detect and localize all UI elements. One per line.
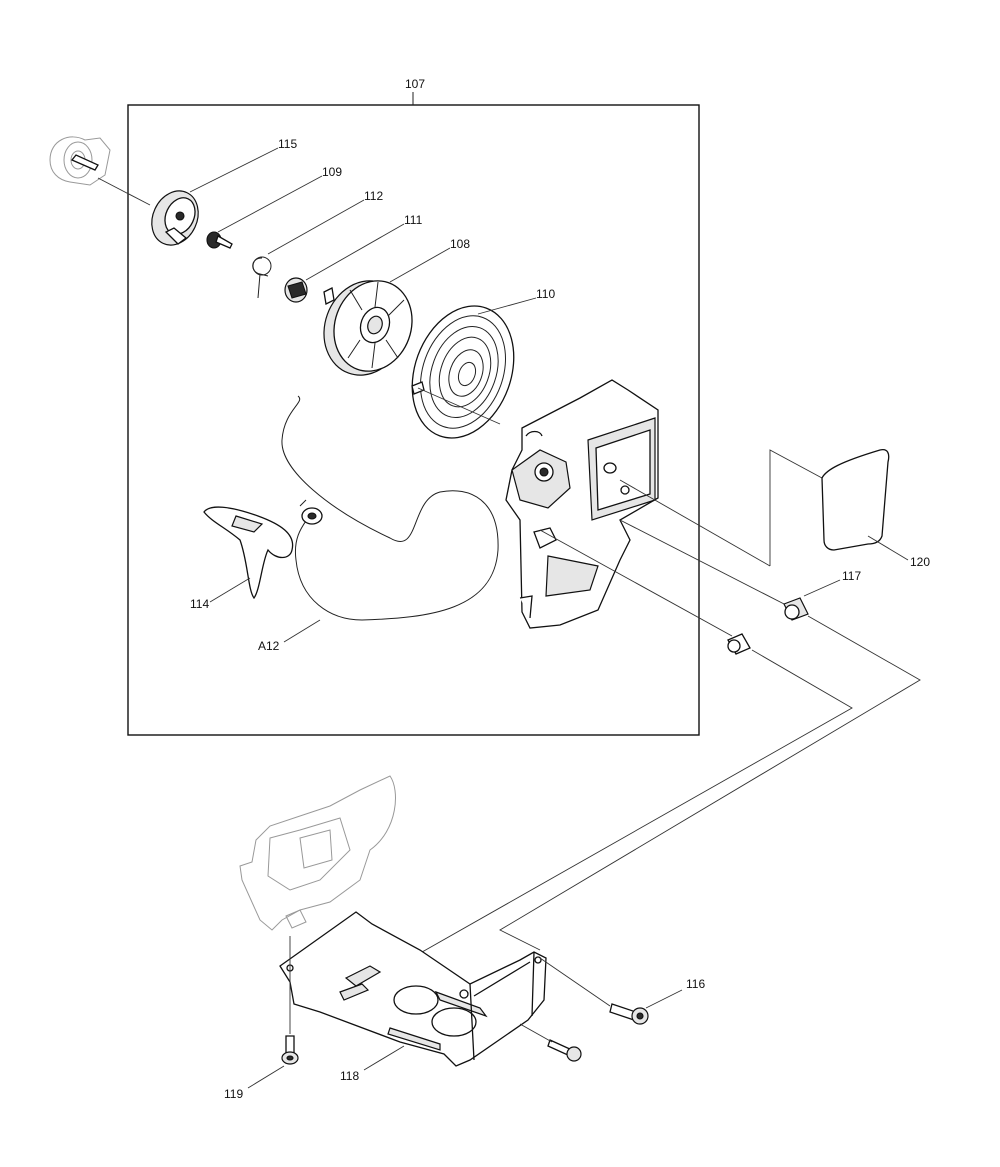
part-110 [411, 305, 515, 439]
engine-crankcase-reference [239, 775, 396, 931]
part-118 [279, 911, 547, 1067]
callout-109: 109 [322, 165, 342, 179]
part-A12-rope [281, 395, 499, 621]
part-108 [323, 280, 413, 376]
callout-111: 111 [404, 213, 423, 227]
engine-flange-reference [49, 136, 111, 186]
starter-case [505, 379, 659, 629]
callout-117: 117 [842, 569, 861, 583]
callout-110: 110 [536, 287, 555, 301]
part-109 [206, 231, 233, 249]
part-116 [609, 1003, 649, 1025]
callout-114: 114 [190, 597, 209, 611]
part-112 [252, 256, 272, 299]
callout-107: 107 [405, 77, 425, 91]
callout-112: 112 [364, 189, 383, 203]
part-119 [281, 1035, 299, 1065]
callout-120: 120 [910, 555, 930, 569]
part-120 [821, 448, 890, 551]
callout-115: 115 [278, 137, 297, 151]
bracket-screw [547, 1039, 582, 1062]
part-114 [203, 506, 294, 600]
callout-A12: A12 [258, 639, 280, 653]
callout-119: 119 [224, 1087, 243, 1101]
callout-116: 116 [686, 977, 705, 991]
part-117 [727, 597, 809, 655]
callout-108: 108 [450, 237, 470, 251]
part-115 [151, 190, 199, 246]
part-111 [284, 277, 308, 303]
callout-118: 118 [340, 1069, 359, 1083]
